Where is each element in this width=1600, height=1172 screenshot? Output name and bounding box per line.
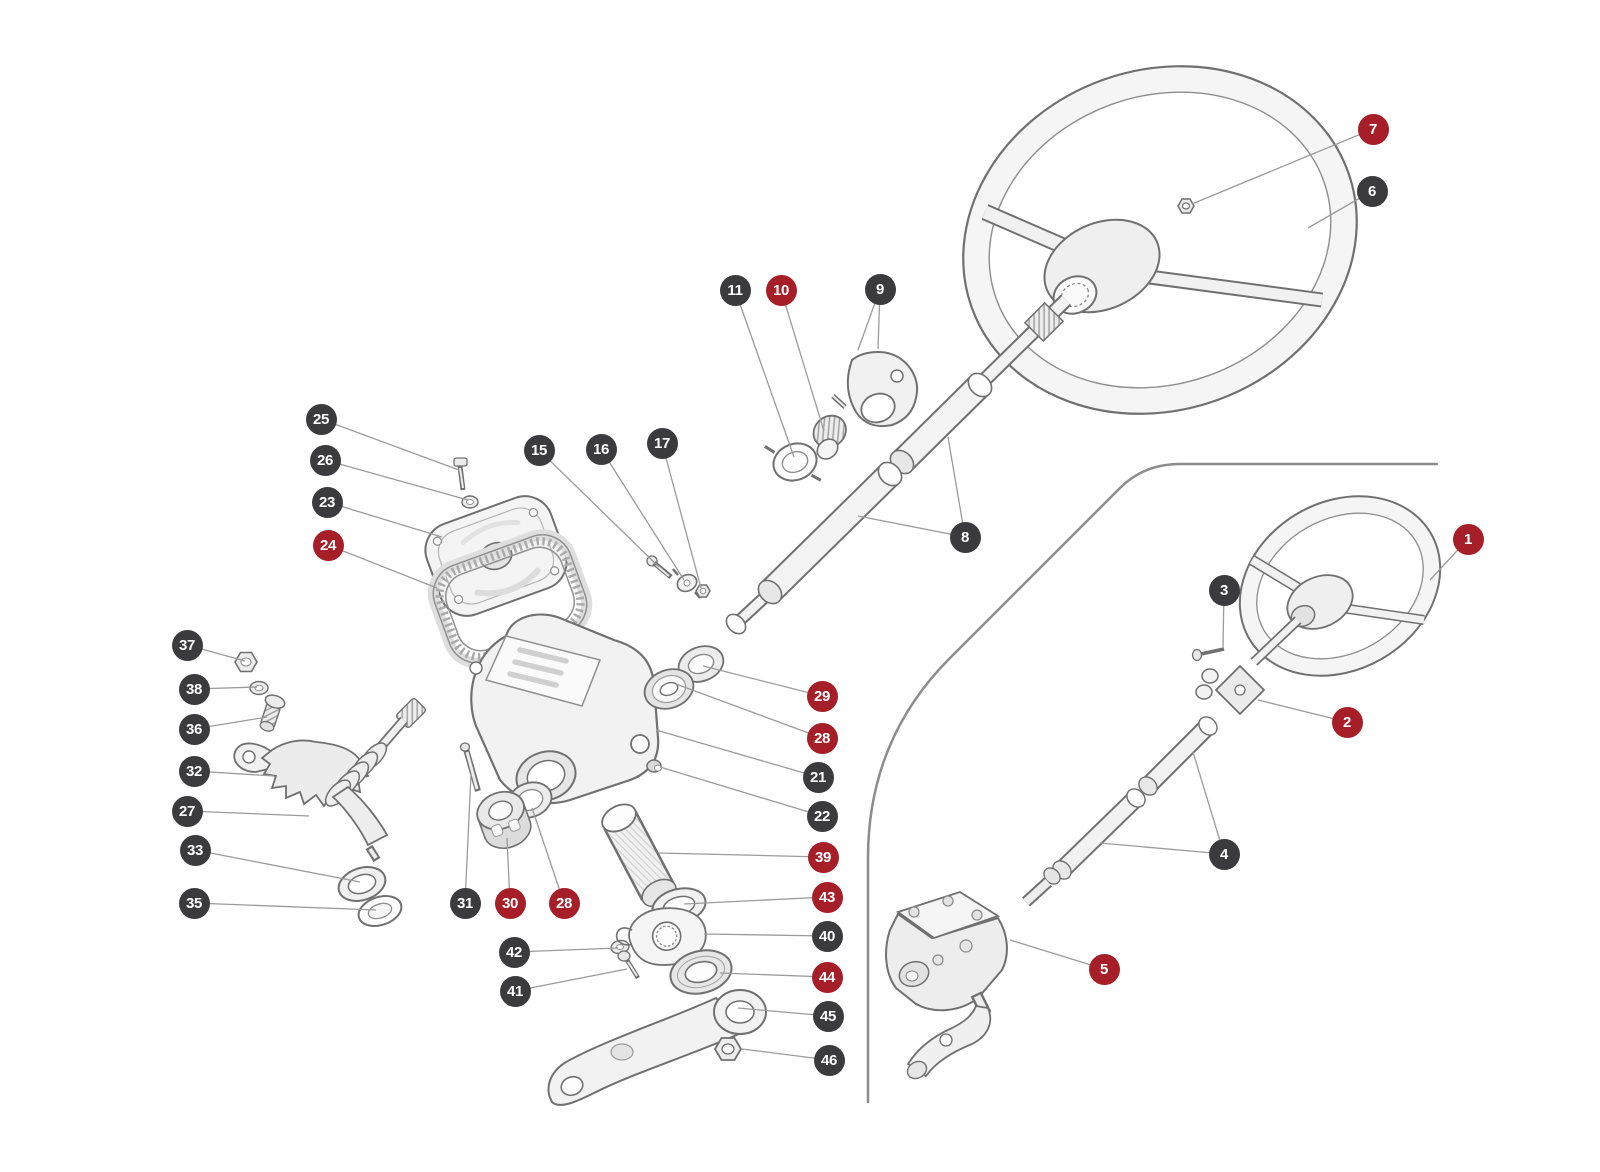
steering-wheel-sketch: [962, 65, 1358, 415]
leader-line: [513, 947, 619, 953]
callout-31[interactable]: 31: [449, 887, 481, 919]
callout-46[interactable]: 46: [813, 1044, 845, 1076]
column-lower-tube-sketch: [601, 803, 677, 908]
leader-line: [675, 683, 823, 739]
clamp-bolt-sketch: [1191, 647, 1225, 662]
inset-boundary-line: [866, 462, 1439, 1104]
callout-15[interactable]: 15: [523, 434, 555, 466]
callout-17[interactable]: 17: [646, 427, 678, 459]
leader-line: [659, 766, 823, 817]
leader-line: [683, 896, 828, 905]
callout-16[interactable]: 16: [585, 433, 617, 465]
callout-45[interactable]: 45: [812, 1000, 844, 1032]
leader-line: [780, 289, 825, 432]
leader-line: [947, 436, 966, 538]
seal-lockplate-bearing-sketch: [615, 887, 733, 995]
callout-37[interactable]: 37: [171, 629, 203, 661]
column-tube-sketch: [757, 372, 993, 605]
leader-line: [661, 442, 702, 589]
callout-23[interactable]: 23: [311, 486, 343, 518]
callout-38[interactable]: 38: [178, 673, 210, 705]
leader-line: [538, 449, 660, 568]
callout-7[interactable]: 7: [1357, 113, 1389, 145]
worm-and-sector-sketch: [233, 651, 427, 927]
callout-35[interactable]: 35: [178, 887, 210, 919]
leader-line: [719, 972, 828, 978]
callout-9[interactable]: 9: [864, 273, 896, 305]
leader-line: [702, 665, 823, 697]
leader-line: [1192, 751, 1225, 855]
inset-assembly-sketch: [885, 495, 1442, 1080]
leader-line: [464, 773, 472, 904]
inset-steering-box-sketch: [885, 891, 1008, 1080]
leader-line: [1009, 939, 1105, 970]
leader-line: [658, 852, 824, 858]
drop-arm-sketch: [547, 989, 767, 1106]
callout-5[interactable]: 5: [1088, 953, 1120, 985]
callout-42[interactable]: 42: [498, 936, 530, 968]
leader-line: [531, 807, 565, 904]
callout-27[interactable]: 27: [171, 795, 203, 827]
callout-24[interactable]: 24: [312, 529, 344, 561]
coupling-sketch: [1195, 664, 1266, 716]
callout-4[interactable]: 4: [1208, 838, 1240, 870]
callout-29[interactable]: 29: [806, 680, 838, 712]
drop-arm-nut-sketch: [713, 1037, 743, 1061]
callout-33[interactable]: 33: [179, 834, 211, 866]
callout-30[interactable]: 30: [494, 887, 526, 919]
callout-41[interactable]: 41: [499, 975, 531, 1007]
callout-2[interactable]: 2: [1331, 706, 1363, 738]
leader-line: [324, 459, 469, 501]
upper-bearing-sketch: [643, 645, 725, 710]
leader-line: [857, 515, 966, 538]
callout-43[interactable]: 43: [811, 881, 843, 913]
leader-line: [186, 810, 310, 817]
leader-line: [326, 501, 443, 538]
hub-nut-sketch: [1177, 198, 1195, 214]
leader-line: [734, 289, 795, 458]
callout-36[interactable]: 36: [178, 713, 210, 745]
leader-line: [1099, 842, 1225, 855]
callout-28-lower[interactable]: 28: [548, 887, 580, 919]
callout-22[interactable]: 22: [806, 800, 838, 832]
leader-line: [327, 544, 438, 589]
leader-line: [655, 729, 819, 778]
callout-39[interactable]: 39: [807, 841, 839, 873]
callout-28[interactable]: 28: [806, 722, 838, 754]
leader-line: [1191, 128, 1374, 205]
callout-11[interactable]: 11: [719, 274, 751, 306]
leader-line: [193, 902, 377, 911]
leader-line: [600, 448, 685, 581]
callout-10[interactable]: 10: [765, 274, 797, 306]
callout-26[interactable]: 26: [309, 444, 341, 476]
callout-1[interactable]: 1: [1452, 523, 1484, 555]
callout-44[interactable]: 44: [811, 961, 843, 993]
callout-40[interactable]: 40: [811, 920, 843, 952]
leader-line: [703, 933, 828, 937]
steering-box-sketch: [469, 613, 662, 805]
callout-25[interactable]: 25: [305, 403, 337, 435]
callout-3[interactable]: 3: [1208, 574, 1240, 606]
leader-line: [514, 968, 628, 992]
filler-plug-sketch: [646, 759, 662, 773]
callout-21[interactable]: 21: [802, 761, 834, 793]
callout-6[interactable]: 6: [1356, 175, 1388, 207]
leader-line: [194, 849, 361, 883]
cover-bolt-sketch: [453, 457, 468, 491]
callout-8[interactable]: 8: [949, 521, 981, 553]
horn-parts-sketch: [764, 350, 919, 482]
callout-32[interactable]: 32: [178, 755, 210, 787]
leader-line: [320, 418, 460, 471]
